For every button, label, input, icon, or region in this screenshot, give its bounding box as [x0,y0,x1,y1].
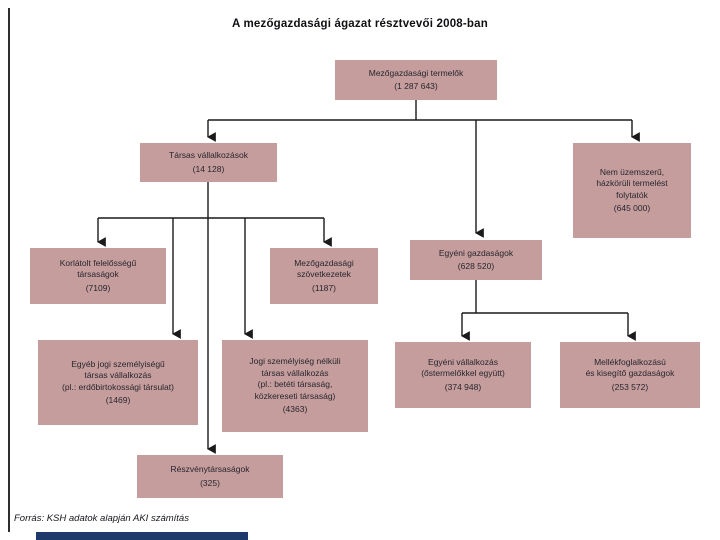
node-label: Jogi személyiség nélküli társas vállalko… [249,356,341,401]
node-label: Részvénytársaságok [170,464,250,475]
node-tarsas-vallalkozasok: Társas vállalkozások (14 128) [140,143,277,182]
node-value: (4363) [282,404,308,415]
node-jogi-szemelyiseg-nelkuli: Jogi személyiség nélküli társas vállalko… [222,340,368,432]
diagram-title: A mezőgazdasági ágazat résztvevői 2008-b… [232,18,488,30]
source-note: Forrás: KSH adatok alapján AKI számítás [14,513,189,524]
node-mezogazdasagi-termelok: Mezőgazdasági termelők (1 287 643) [335,60,497,100]
bottom-accent-bar [36,532,248,540]
node-label: Korlátolt felelősségű társaságok [59,257,137,280]
node-value: (645 000) [613,202,651,213]
node-value: (253 572) [611,381,649,392]
node-value: (374 948) [444,381,482,392]
node-value: (7109) [85,282,111,293]
node-nem-uzemszeru: Nem üzemszerű, házkörüli termelést folyt… [573,143,691,238]
node-mezogazdasagi-szovetkezetek: Mezőgazdasági szövetkezetek (1187) [270,248,378,304]
node-label: Egyéni vállalkozás (őstermelőkkel együtt… [421,356,505,379]
node-value: (1187) [312,282,336,293]
node-mellekfoglalkozasu: Mellékfoglalkozású és kisegítő gazdaságo… [560,342,700,408]
left-edge-rule [8,8,10,532]
node-value: (1 287 643) [394,81,438,91]
node-value: (14 128) [192,163,225,174]
node-label: Nem üzemszerű, házkörüli termelést folyt… [596,166,668,200]
node-egyeb-jogi-szemelyisegu: Egyéb jogi személyiségű társas vállalkoz… [38,340,198,425]
node-korlatolt-felelossegu-tarsasagok: Korlátolt felelősségű társaságok (7109) [30,248,166,304]
node-value: (325) [200,477,220,488]
node-label: Társas vállalkozások [169,150,248,161]
node-value: (628 520) [457,261,495,271]
node-label: Egyéni gazdaságok [438,247,514,258]
node-label: Mezőgazdasági szövetkezetek [294,257,354,280]
node-egyeni-vallalkozas: Egyéni vállalkozás (őstermelőkkel együtt… [395,342,531,408]
node-label: Mezőgazdasági termelők [368,67,464,78]
node-egyeni-gazdasagok: Egyéni gazdaságok (628 520) [410,240,542,280]
node-reszvenytarsasagok: Részvénytársaságok (325) [137,455,283,498]
node-label: Egyéb jogi személyiségű társas vállalkoz… [62,358,174,392]
node-value: (1469) [105,394,131,405]
node-label: Mellékfoglalkozású és kisegítő gazdaságo… [585,356,675,379]
